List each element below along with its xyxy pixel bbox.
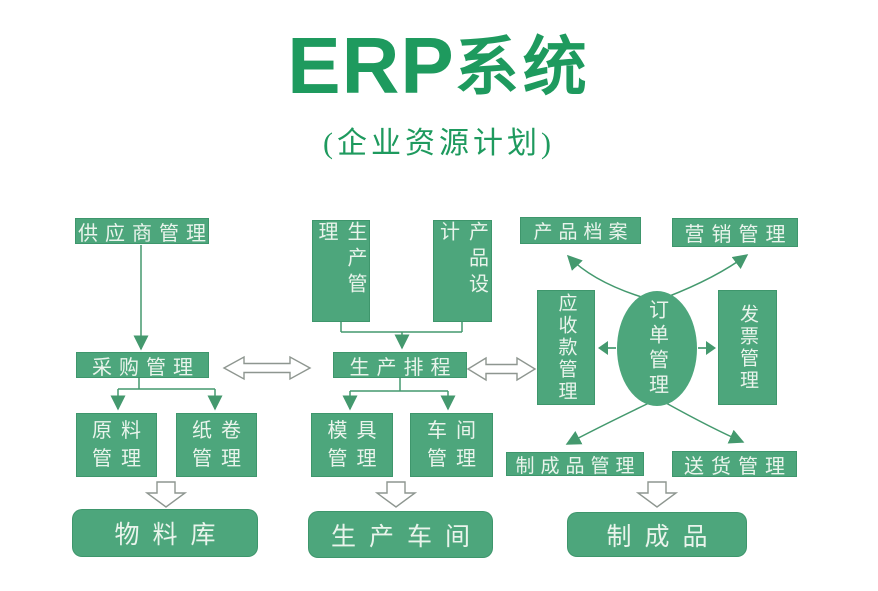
- node-production-scheduling: 生产排程: [333, 352, 467, 379]
- node-production-workshop: 生产车间: [308, 511, 493, 558]
- title-suffix: 系统: [454, 32, 591, 103]
- node-product-design: 产品设计: [433, 220, 492, 322]
- block-arrow-to-production-workshop-icon: [374, 481, 418, 508]
- double-arrow-scheduling-receivables-icon: [466, 356, 537, 382]
- node-accounts-receivable-management: 应收款管理: [537, 290, 595, 405]
- node-raw-material-management: 原料 管理: [76, 413, 157, 477]
- branch-scheduling-icon: [350, 378, 448, 392]
- node-product-archive: 产品档案: [520, 217, 641, 244]
- node-mold-management: 模具 管理: [311, 413, 393, 477]
- block-arrow-to-finished-goods-icon: [635, 481, 679, 508]
- node-finished-goods-management: 制成品管理: [506, 452, 644, 477]
- arrowhead-right-icon: [706, 341, 716, 355]
- title-text: ERP系统: [0, 26, 878, 106]
- branch-purchasing-icon: [118, 378, 215, 390]
- curve-order-to-delivery-icon: [665, 402, 745, 444]
- arrowhead-left-icon: [598, 341, 608, 355]
- node-production-management: 生产管理: [312, 220, 370, 322]
- double-arrow-purchasing-scheduling-icon: [222, 355, 312, 381]
- node-order-management: 订单管理: [617, 291, 697, 406]
- node-marketing-management: 营销管理: [672, 218, 798, 247]
- node-delivery-management: 送货管理: [672, 451, 797, 478]
- title-erp: ERP: [287, 21, 455, 110]
- page-title: ERP系统 (企业资源计划): [0, 26, 878, 162]
- node-purchasing-management: 采购管理: [76, 352, 209, 379]
- node-workshop-management: 车间 管理: [410, 413, 493, 477]
- node-invoice-management: 发票管理: [718, 290, 777, 405]
- curve-order-to-finished-goods-mgmt-icon: [565, 402, 650, 445]
- node-finished-goods: 制成品: [567, 512, 747, 557]
- node-paper-roll-management: 纸卷 管理: [176, 413, 257, 477]
- title-subtitle: (企业资源计划): [323, 127, 555, 160]
- node-material-store: 物料库: [72, 509, 258, 557]
- merge-production-design-icon: [340, 322, 463, 333]
- block-arrow-to-material-store-icon: [144, 481, 188, 508]
- node-supplier-management: 供应商管理: [75, 218, 209, 245]
